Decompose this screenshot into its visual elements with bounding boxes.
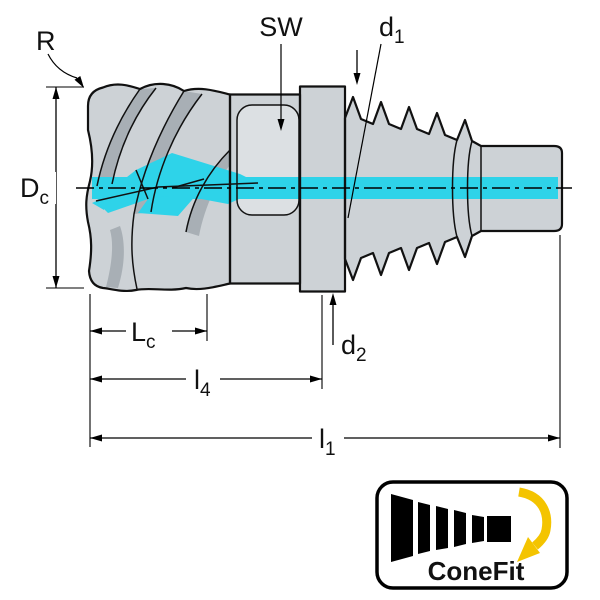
- cutting-edge-line: [95, 182, 259, 202]
- d2-arrowhead: [329, 293, 337, 305]
- label-d2: d2: [341, 330, 367, 366]
- dimension-neck-diameter: d2: [329, 293, 367, 366]
- logo-cone-stripe: [436, 506, 448, 550]
- cutting-edge-line: [171, 178, 205, 189]
- r-arrowhead: [74, 76, 84, 88]
- label-sw: SW: [259, 12, 303, 42]
- dimension-cutting-length: Lc: [90, 294, 208, 353]
- dimension-wrench-size: SW: [259, 12, 303, 131]
- cutting-edge-highlight: [136, 153, 258, 183]
- sw-arrowhead: [277, 119, 285, 131]
- cutter-head-outline: [85, 82, 232, 293]
- label-d1: d1: [379, 12, 405, 48]
- lc-arrowhead-left: [90, 327, 102, 335]
- l4-label-gap: [186, 366, 220, 392]
- r-leader-line: [47, 53, 78, 79]
- dimension-thread-diameter: d1: [347, 12, 405, 219]
- cutting-edge-line: [135, 169, 149, 200]
- logo-cone-tip: [487, 516, 511, 542]
- flute-edge-line: [96, 88, 141, 187]
- dc-arrowhead-bottom: [52, 276, 60, 288]
- dimension-corner-radius: R: [36, 26, 84, 88]
- label-r: R: [36, 26, 56, 56]
- logo-brand-text: ConeFit: [428, 556, 525, 586]
- dc-label-gap: [18, 172, 56, 204]
- l4-arrowhead-right: [310, 375, 322, 383]
- dc-arrowhead-top: [52, 87, 60, 99]
- tool-outlines: [85, 82, 564, 293]
- cutting-edge-highlight: [196, 186, 252, 204]
- label-l4: l4: [194, 365, 211, 401]
- flute-edge-line: [150, 93, 203, 213]
- flute-edge-line: [111, 87, 157, 185]
- label-l1: l1: [319, 424, 336, 460]
- logo-cone-stripe: [418, 502, 430, 554]
- threaded-shank-outline: [343, 95, 564, 282]
- dimension-head-length: l4: [90, 295, 323, 401]
- logo-rotation-arrow: [517, 487, 552, 550]
- logo-cone-stripe: [472, 515, 484, 543]
- l1-arrowhead-left: [90, 434, 102, 442]
- dimensions: R SW d1: [18, 12, 561, 460]
- flute-shading: [106, 226, 124, 288]
- dimension-overall-length: l1: [90, 235, 561, 460]
- label-dc: Dc: [20, 173, 49, 209]
- logo-cone-stripe: [454, 510, 466, 547]
- flute-edge-line: [131, 90, 185, 290]
- label-lc: Lc: [131, 317, 156, 353]
- l1-label-gap: [312, 425, 344, 451]
- lc-label-gap: [126, 318, 172, 344]
- flute-edge-line: [185, 149, 231, 233]
- d1-arrowhead: [353, 73, 361, 85]
- l4-arrowhead-left: [90, 375, 102, 383]
- logo-rotation-arrowhead: [517, 537, 540, 562]
- cutting-edge-highlight: [96, 170, 206, 213]
- l1-arrowhead-right: [548, 434, 560, 442]
- lc-arrowhead-right: [195, 327, 207, 335]
- dimension-cutting-diameter: Dc: [18, 86, 84, 289]
- d1-leader-line: [347, 43, 382, 219]
- conefit-logo: ConeFit: [375, 480, 569, 590]
- logo-cone-big-end: [391, 494, 413, 562]
